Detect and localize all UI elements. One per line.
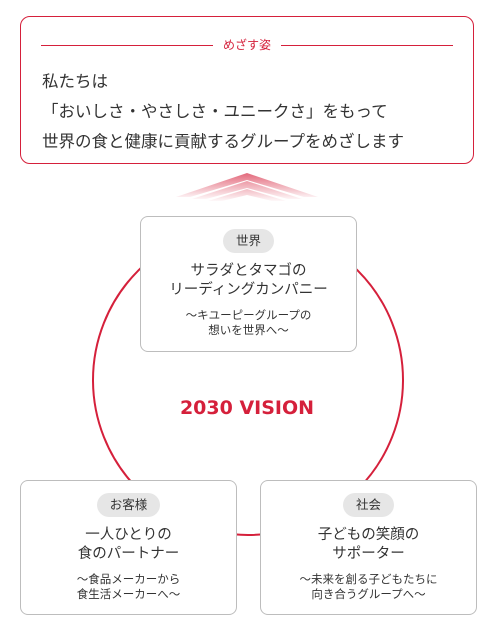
card-world-title-line-2: リーディングカンパニー (169, 282, 328, 298)
card-world-title: サラダとタマゴの リーディングカンパニー (141, 262, 356, 300)
statement-line-3: 世界の食と健康に貢献するグループをめざします (42, 132, 405, 151)
card-customer-sub-line-2: 食生活メーカーへ〜 (76, 587, 181, 601)
statement-text: 私たちは 「おいしさ・やさしさ・ユニークさ」をもって 世界の食と健康に貢献するグ… (42, 67, 462, 157)
card-customer-sub-line-1: 〜食品メーカーから (76, 572, 181, 586)
card-society-title-line-1: 子どもの笑顔の (317, 527, 420, 543)
card-society-sub-line-1: 〜未来を創る子どもたちに (299, 572, 438, 586)
card-customer: お客様 一人ひとりの 食のパートナー 〜食品メーカーから 食生活メーカーへ〜 (20, 480, 237, 615)
statement-heading-row: めざす姿 (41, 37, 453, 53)
card-world-tag: 世界 (222, 229, 274, 253)
card-customer-subtitle: 〜食品メーカーから 食生活メーカーへ〜 (21, 572, 236, 602)
card-society-subtitle: 〜未来を創る子どもたちに 向き合うグループへ〜 (261, 572, 476, 602)
card-customer-tag: お客様 (96, 493, 161, 517)
card-customer-title: 一人ひとりの 食のパートナー (21, 526, 236, 564)
vision-statement-box: めざす姿 私たちは 「おいしさ・やさしさ・ユニークさ」をもって 世界の食と健康に… (20, 16, 474, 164)
card-society: 社会 子どもの笑顔の サポーター 〜未来を創る子どもたちに 向き合うグループへ〜 (260, 480, 477, 615)
card-world-sub-line-2: 想いを世界へ〜 (208, 323, 289, 337)
card-society-title: 子どもの笑顔の サポーター (261, 526, 476, 564)
upward-chevron-arrow-icon (176, 173, 318, 201)
card-world: 世界 サラダとタマゴの リーディングカンパニー 〜キユーピーグループの 想いを世… (140, 216, 357, 352)
card-world-sub-line-1: 〜キユーピーグループの (185, 308, 312, 322)
card-world-title-line-1: サラダとタマゴの (190, 263, 307, 279)
vision-title: 2030 VISION (179, 397, 315, 419)
statement-line-1: 私たちは (42, 72, 108, 91)
card-customer-title-line-2: 食のパートナー (77, 546, 180, 562)
statement-heading: めざす姿 (212, 37, 282, 53)
card-society-tag: 社会 (342, 493, 394, 517)
statement-line-2: 「おいしさ・やさしさ・ユニークさ」をもって (42, 102, 388, 121)
card-society-sub-line-2: 向き合うグループへ〜 (311, 587, 426, 601)
card-world-subtitle: 〜キユーピーグループの 想いを世界へ〜 (141, 308, 356, 338)
card-society-title-line-2: サポーター (332, 546, 405, 562)
card-customer-title-line-1: 一人ひとりの (85, 527, 172, 543)
